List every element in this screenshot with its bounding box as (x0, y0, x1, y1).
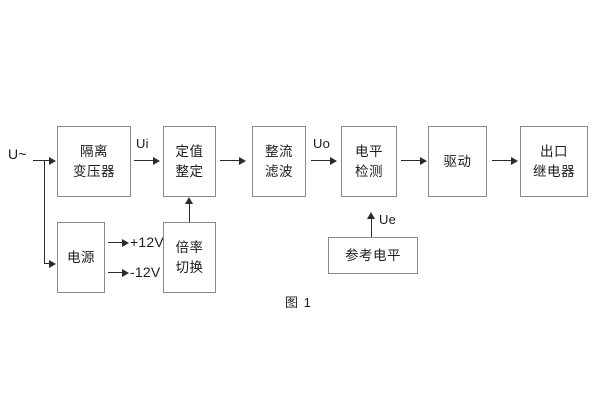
block-output-relay-line-1: 出口 (540, 143, 568, 159)
wire-level-to-drive (401, 160, 423, 161)
wire-rectify-to-level (311, 160, 333, 161)
block-isolation-transformer-line-2: 变压器 (73, 164, 115, 179)
block-power-supply[interactable]: 电源 (57, 222, 105, 293)
arrow-isolation-to-setting (153, 156, 160, 165)
block-reference-level-line-1: 参考电平 (345, 247, 401, 263)
wire-plus-12v (108, 242, 125, 243)
wire-drive-to-relay (492, 160, 514, 161)
block-power-supply-line-1: 电源 (67, 249, 95, 265)
block-output-relay[interactable]: 出口 继电器 (520, 126, 588, 197)
block-drive[interactable]: 驱动 (428, 126, 487, 197)
signal-label-ui: Ui (136, 136, 149, 151)
block-drive-line-1: 驱动 (443, 153, 472, 169)
block-rectify-filter-line-2: 滤波 (265, 164, 293, 179)
block-rectify-filter-line-1: 整流 (265, 143, 293, 159)
block-setting-value-line-1: 定值 (175, 143, 204, 159)
wire-to-power-supply (44, 263, 52, 264)
wire-setting-to-rectify (220, 160, 242, 161)
arrow-reference-to-level (367, 212, 375, 219)
wire-reference-to-level (371, 219, 372, 237)
figure-caption: 图 1 (285, 295, 312, 310)
block-level-detection[interactable]: 电平 检测 (341, 126, 397, 197)
input-bus-stub (33, 160, 45, 161)
signal-label-uo: Uo (313, 136, 331, 151)
block-multiplier-switch-line-1: 倍率 (175, 239, 204, 255)
block-output-relay-line-2: 继电器 (533, 164, 575, 179)
wire-isolation-to-setting (134, 160, 156, 161)
wire-multiplier-to-setting (189, 204, 190, 223)
block-isolation-transformer-line-1: 隔离 (80, 143, 108, 159)
block-isolation-transformer[interactable]: 隔离 变压器 (57, 126, 131, 197)
block-level-detection-line-2: 检测 (355, 164, 383, 179)
wire-to-isolation-transformer (44, 160, 52, 161)
block-multiplier-switch-line-2: 切换 (175, 260, 204, 275)
arrow-setting-to-rectify (239, 156, 246, 165)
rail-label-plus-12v: +12V (130, 234, 164, 250)
block-rectify-filter[interactable]: 整流 滤波 (252, 126, 306, 197)
arrow-drive-to-relay (511, 156, 518, 165)
block-setting-value[interactable]: 定值 整定 (163, 126, 216, 197)
signal-label-ue: Ue (379, 212, 397, 227)
arrow-level-to-drive (420, 156, 427, 165)
arrow-rectify-to-level (330, 156, 337, 165)
arrow-multiplier-to-setting (185, 197, 193, 204)
rail-label-minus-12v: -12V (130, 264, 161, 280)
input-label-u: U~ (8, 146, 27, 162)
block-multiplier-switch[interactable]: 倍率 切换 (163, 222, 216, 293)
block-reference-level[interactable]: 参考电平 (328, 237, 418, 274)
arrow-minus-12v (122, 268, 129, 277)
wire-minus-12v (108, 272, 125, 273)
input-bus-trunk (44, 160, 45, 263)
arrow-to-power-supply (49, 259, 56, 268)
block-level-detection-line-1: 电平 (355, 143, 383, 159)
block-setting-value-line-2: 整定 (175, 164, 204, 179)
arrow-to-isolation-transformer (49, 156, 56, 165)
arrow-plus-12v (122, 238, 129, 247)
